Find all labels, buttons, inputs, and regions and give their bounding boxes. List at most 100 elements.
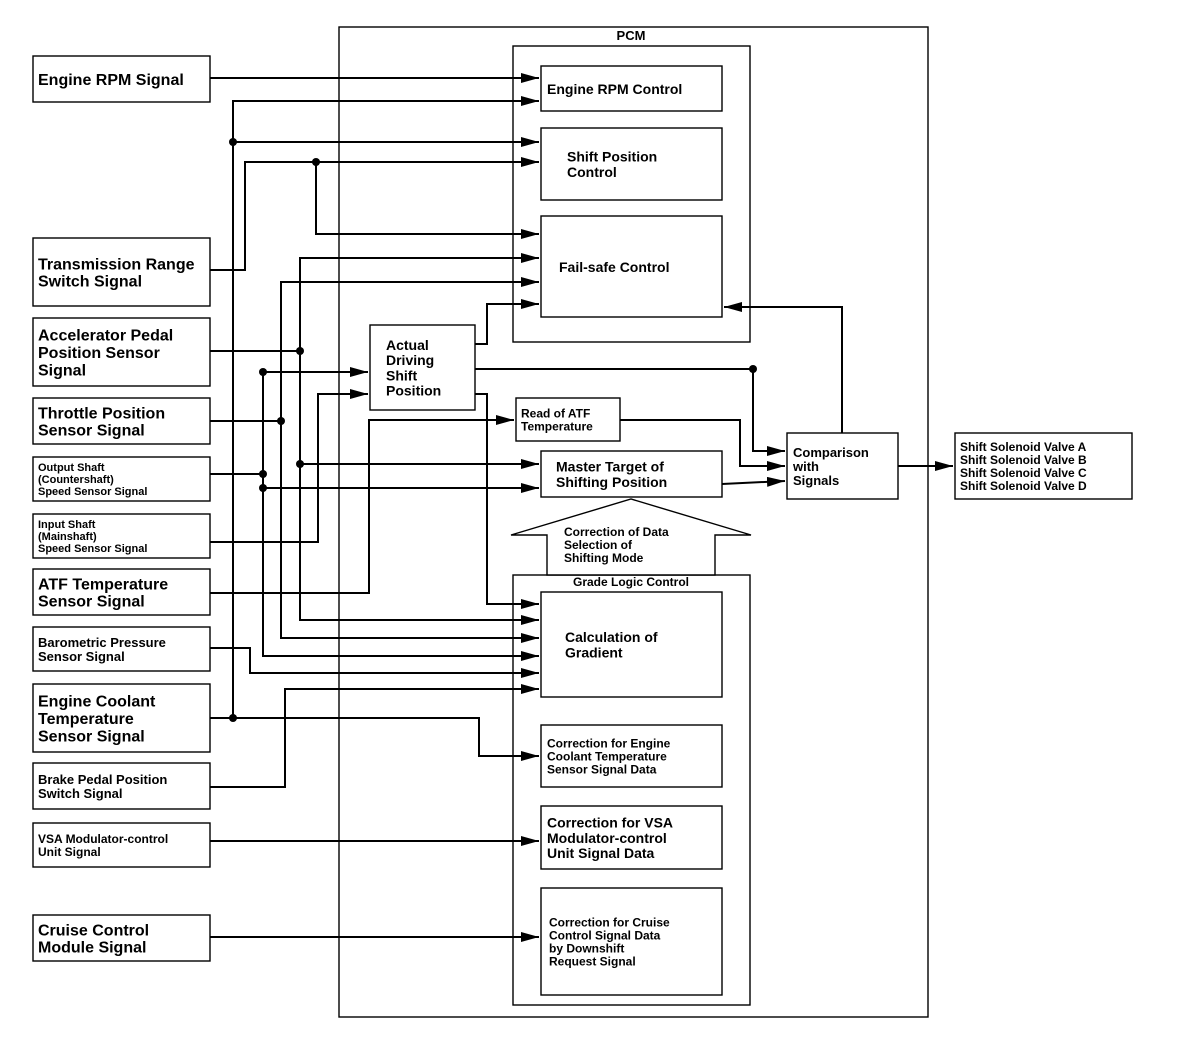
junction-dot xyxy=(259,368,267,376)
signal-wire xyxy=(210,277,539,422)
vsa-modulator-control-unit-signal-label: Unit Signal xyxy=(38,845,101,859)
signal-wire xyxy=(475,393,539,609)
engine-rpm-signal: Engine RPM Signal xyxy=(32,55,211,103)
output-shaft-speed-sensor-signal-label: Output Shaft xyxy=(38,462,105,474)
signal-wire xyxy=(280,421,539,643)
input-shaft-speed-sensor-signal: Input Shaft(Mainshaft)Speed Sensor Signa… xyxy=(32,513,211,559)
signal-wire xyxy=(299,351,539,625)
engine-coolant-temperature-sensor-signal-label: Sensor Signal xyxy=(38,728,145,745)
barometric-pressure-sensor-signal-label: Sensor Signal xyxy=(38,649,125,664)
shift-position-control-label: Control xyxy=(567,164,617,180)
actual-driving-shift-position-label: Actual xyxy=(386,337,429,353)
correction-engine-coolant-label: Coolant Temperature xyxy=(547,750,667,764)
signal-wire xyxy=(262,474,539,661)
correction-cruise-control-label: Control Signal Data xyxy=(549,929,661,943)
signal-wire xyxy=(475,368,785,456)
actual-driving-shift-position-label: Driving xyxy=(386,352,434,368)
upper-control-frame xyxy=(512,45,751,343)
signal-wire xyxy=(210,647,539,678)
signal-wire xyxy=(315,162,539,239)
correction-cruise-control-label: by Downshift xyxy=(549,941,624,955)
engine-rpm-signal-label: Engine RPM Signal xyxy=(38,72,184,89)
engine-coolant-temperature-sensor-signal-label: Temperature xyxy=(38,711,134,728)
actual-driving-shift-position-label: Position xyxy=(386,382,441,398)
engine-coolant-temperature-sensor-signal-label: Engine Coolant xyxy=(38,694,156,711)
signal-wire xyxy=(620,419,785,471)
cruise-control-module-signal-label: Module Signal xyxy=(38,940,146,957)
pcm-label: PCM xyxy=(617,28,646,43)
output-shaft-speed-sensor-signal: Output Shaft(Countershaft)Speed Sensor S… xyxy=(32,456,211,502)
signal-wire xyxy=(233,717,539,761)
cruise-control-module-signal-label: Cruise Control xyxy=(38,922,149,939)
correction-vsa-label: Unit Signal Data xyxy=(547,845,655,861)
junction-dot xyxy=(229,138,237,146)
master-target-of-shifting-position-label: Shifting Position xyxy=(556,474,667,490)
shift-position-control-label: Shift Position xyxy=(567,149,657,165)
shift-solenoid-valves-label: Shift Solenoid Valve D xyxy=(960,479,1087,493)
correction-cruise-control-label: Request Signal xyxy=(549,954,636,968)
correction-block-arrow xyxy=(510,498,752,576)
throttle-position-sensor-signal-label: Sensor Signal xyxy=(38,423,145,440)
actual-driving-shift-position-label: Shift xyxy=(386,367,417,383)
vsa-modulator-control-unit-signal-label: VSA Modulator-control xyxy=(38,832,168,846)
signal-wire xyxy=(721,476,786,487)
throttle-position-sensor-signal-label: Throttle Position xyxy=(38,405,165,422)
signal-wire xyxy=(210,253,539,352)
brake-pedal-position-switch-signal-label: Brake Pedal Position xyxy=(38,772,167,787)
connection-wires xyxy=(210,73,953,942)
correction-vsa-label: Modulator-control xyxy=(547,830,667,846)
fail-safe-control: Fail-safe Control xyxy=(540,215,723,318)
read-of-atf-temperature-label: Temperature xyxy=(521,419,593,433)
shift-solenoid-valves-label: Shift Solenoid Valve A xyxy=(960,440,1087,454)
transmission-range-switch-signal-label: Transmission Range xyxy=(38,256,195,273)
read-of-atf-temperature-label: Read of ATF xyxy=(521,407,590,421)
calculation-of-gradient-label: Gradient xyxy=(565,644,623,660)
correction-vsa-label: Correction for VSA xyxy=(547,815,673,831)
signal-wire xyxy=(210,684,539,788)
brake-pedal-position-switch-signal-label: Switch Signal xyxy=(38,786,123,801)
signal-wire xyxy=(475,299,539,345)
engine-rpm-control: Engine RPM Control xyxy=(540,65,723,112)
correction-vsa: Correction for VSAModulator-controlUnit … xyxy=(540,805,723,870)
pcm-frame xyxy=(338,26,929,1018)
output-shaft-speed-sensor-signal-label: (Countershaft) xyxy=(38,474,114,486)
calculation-of-gradient-label: Calculation of xyxy=(565,629,658,645)
accelerator-pedal-position-sensor-signal-label: Signal xyxy=(38,362,86,379)
output-shaft-speed-sensor-signal-label: Speed Sensor Signal xyxy=(38,486,147,498)
input-shaft-speed-sensor-signal-label: Speed Sensor Signal xyxy=(38,543,147,555)
shift-solenoid-valves-label: Shift Solenoid Valve C xyxy=(960,466,1087,480)
grade-logic-label: Grade Logic Control xyxy=(573,575,689,589)
correction-arrow-line: Correction of Data xyxy=(564,525,669,539)
accelerator-pedal-position-sensor-signal-label: Position Sensor xyxy=(38,345,160,362)
signal-wire xyxy=(210,367,368,475)
accelerator-pedal-position-sensor-signal-label: Accelerator Pedal xyxy=(38,328,173,345)
signal-wire xyxy=(210,96,539,719)
correction-engine-coolant-label: Correction for Engine xyxy=(547,737,671,751)
input-shaft-speed-sensor-signal-label: Input Shaft xyxy=(38,519,96,531)
junction-dot xyxy=(749,365,757,373)
signal-wire xyxy=(210,415,514,594)
input-shaft-speed-sensor-signal-label: (Mainshaft) xyxy=(38,531,97,543)
signal-wire xyxy=(210,389,368,543)
signal-wire xyxy=(724,302,843,433)
transmission-range-switch-signal-label: Switch Signal xyxy=(38,274,142,291)
correction-arrow-line: Selection of xyxy=(564,538,633,552)
atf-temperature-sensor-signal-label: Sensor Signal xyxy=(38,594,145,611)
